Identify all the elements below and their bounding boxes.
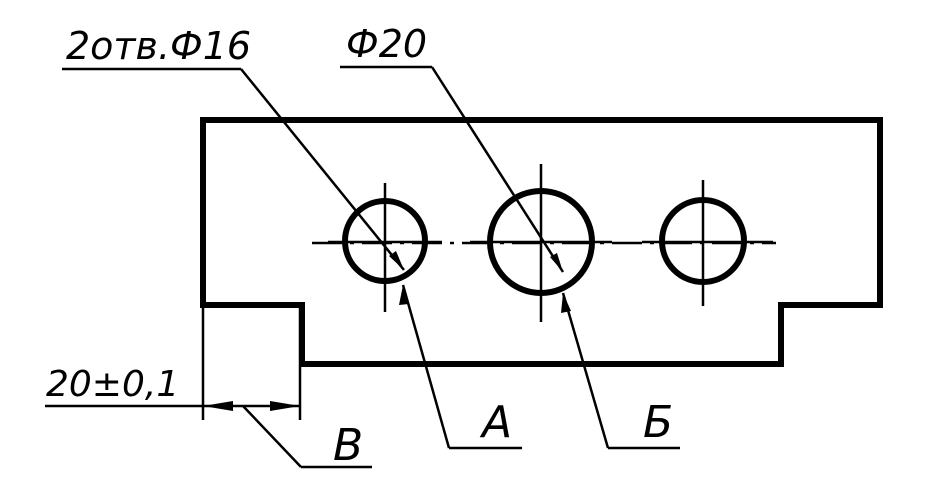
leader-holes-note	[62, 67, 405, 271]
part-outline	[200, 117, 883, 367]
leader-b-label: Б	[643, 397, 673, 448]
leader-diameter-note	[340, 65, 565, 273]
leader-a	[399, 284, 522, 450]
hole-3	[642, 180, 773, 306]
tolerance-note-label: 20±0,1	[46, 364, 179, 405]
leader-v-label: В	[333, 420, 363, 471]
leader-b	[561, 292, 680, 450]
diameter-note-label: Ф20	[346, 22, 427, 66]
leader-a-label: А	[479, 397, 512, 448]
hole-2	[470, 164, 612, 322]
holes-note-label: 2отв.Ф16	[66, 24, 251, 68]
step-block	[201, 305, 302, 420]
leader-v	[242, 405, 372, 469]
dimension-line	[45, 401, 300, 411]
